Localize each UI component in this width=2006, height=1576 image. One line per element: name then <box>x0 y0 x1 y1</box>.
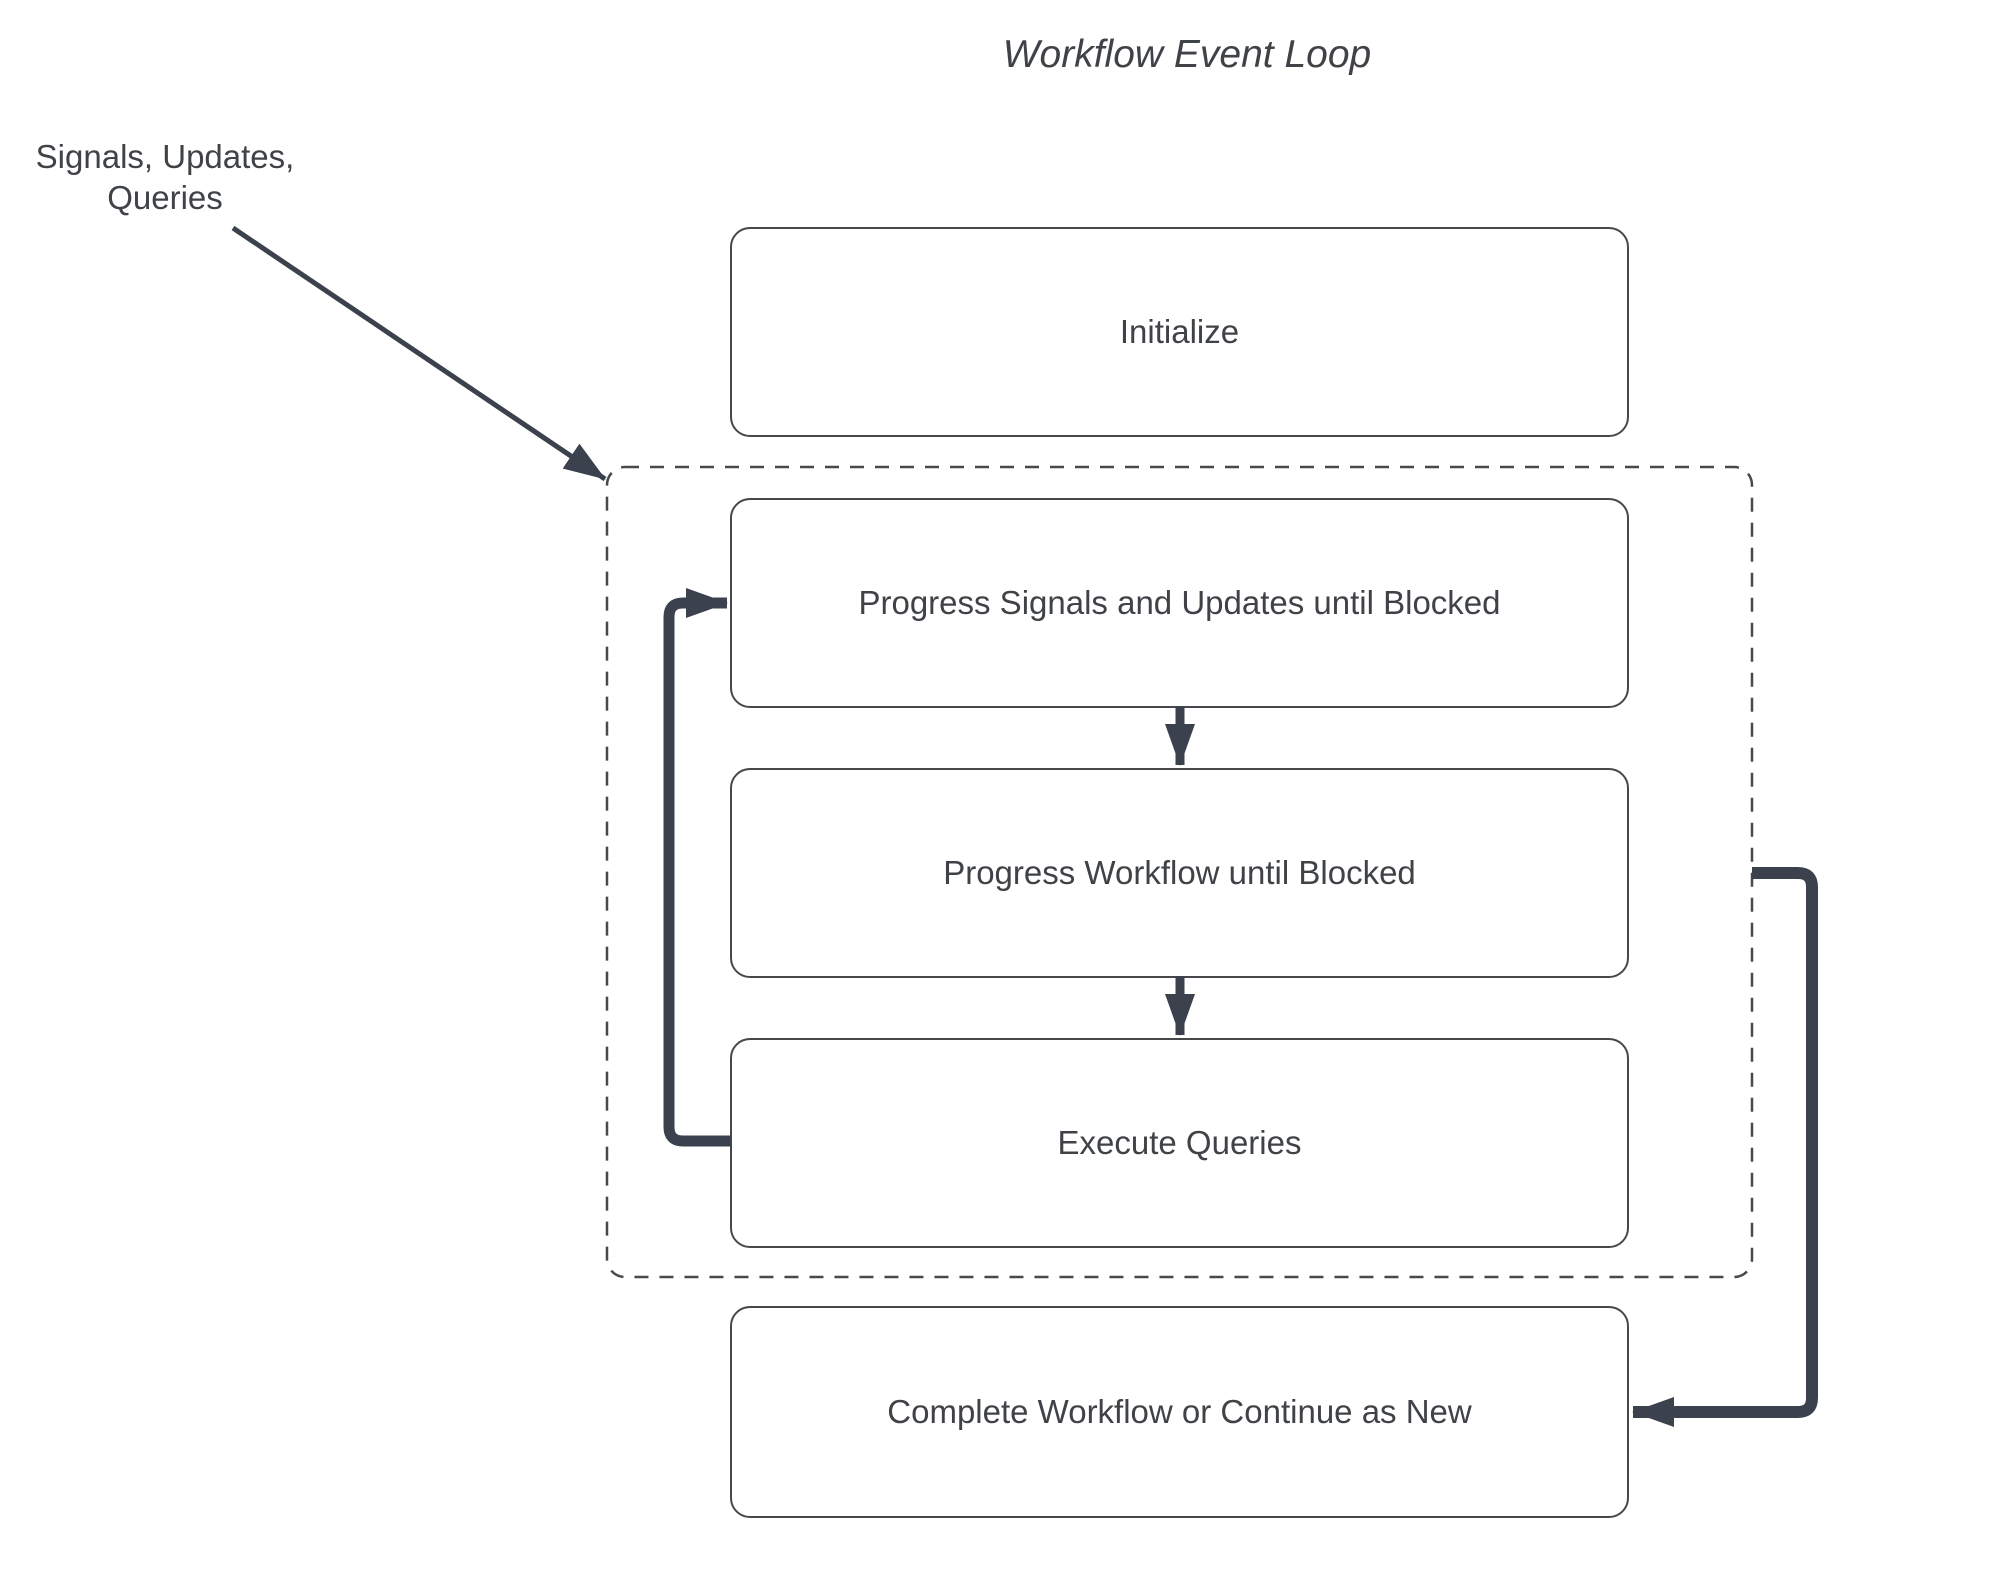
diagram-title: Workflow Event Loop <box>1002 33 1372 76</box>
node-initialize-label: Initialize <box>1119 313 1240 350</box>
node-execute-queries-label: Execute Queries <box>1057 1124 1302 1161</box>
node-initialize: Initialize <box>730 227 1629 437</box>
signals-updates-queries-label: Signals, Updates, Queries <box>35 138 295 216</box>
node-complete-workflow-label: Complete Workflow or Continue as New <box>887 1393 1472 1430</box>
edge-execute-queries-loopback-arrow <box>663 588 731 1147</box>
node-execute-queries: Execute Queries <box>730 1038 1629 1248</box>
node-progress-signals-label: Progress Signals and Updates until Block… <box>858 584 1501 621</box>
node-progress-workflow-label: Progress Workflow until Blocked <box>943 854 1416 891</box>
node-complete-workflow: Complete Workflow or Continue as New <box>730 1306 1629 1518</box>
edge-event-loop-to-complete-arrow <box>1632 867 1818 1427</box>
node-progress-workflow: Progress Workflow until Blocked <box>730 768 1629 978</box>
edge-signals-input-arrow <box>231 225 607 482</box>
node-progress-signals: Progress Signals and Updates until Block… <box>730 498 1629 708</box>
